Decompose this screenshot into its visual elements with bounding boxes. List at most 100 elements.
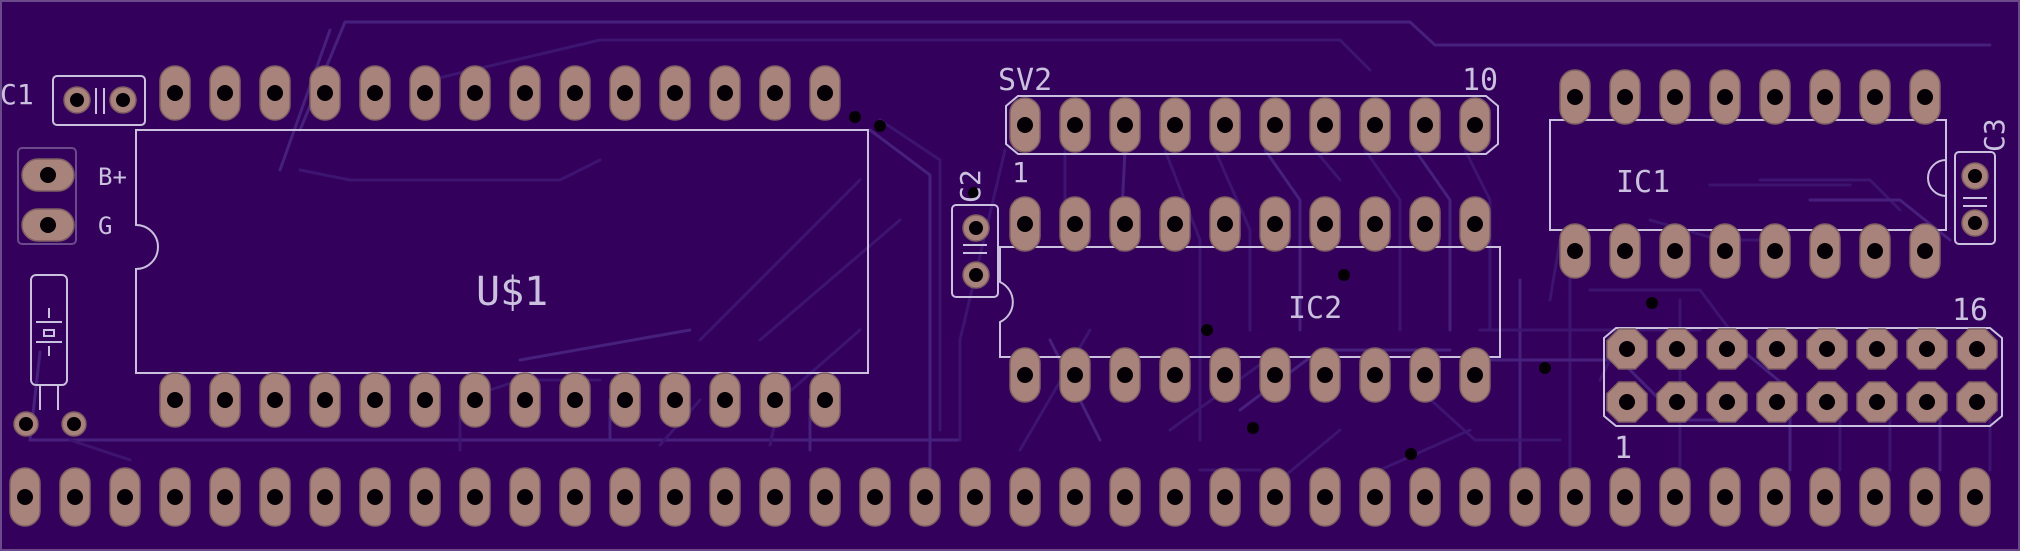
label-ic1: IC1 — [1616, 165, 1670, 200]
u1-pad — [759, 65, 791, 121]
label-g: G — [98, 212, 112, 240]
ic1-pad — [1659, 69, 1691, 125]
trace — [1263, 148, 1302, 332]
header-pad — [1806, 381, 1848, 423]
trace — [958, 148, 1007, 442]
label-conn-pin16: 16 — [1952, 293, 1988, 328]
label-sv2-pin10: 10 — [1462, 63, 1498, 98]
c1-outline — [52, 75, 146, 126]
ic1-pad — [1559, 223, 1591, 279]
sv2-pad — [1259, 97, 1291, 153]
u1-pad — [809, 372, 841, 428]
label-c3: C3 — [1978, 118, 2011, 152]
c3-outline — [1954, 151, 1996, 245]
sv2-pad — [1159, 97, 1191, 153]
ic1-pad — [1609, 223, 1641, 279]
via — [1646, 297, 1658, 309]
u1-pad — [159, 372, 191, 428]
component-outline — [999, 246, 1501, 358]
c3-symbol — [1963, 197, 1987, 207]
edge-pad — [559, 467, 591, 527]
u1-pad — [459, 372, 491, 428]
label-sv2: SV2 — [998, 63, 1052, 98]
battery-header-outline — [17, 147, 77, 245]
pads — [9, 65, 1998, 527]
component-outline — [135, 129, 869, 374]
edge-pad — [9, 467, 41, 527]
header-pad — [1956, 381, 1998, 423]
ic1-pad — [1709, 223, 1741, 279]
edge-pad — [159, 467, 191, 527]
edge-pad — [1309, 467, 1341, 527]
via — [1201, 324, 1213, 336]
via — [1405, 448, 1417, 460]
u1-pad — [609, 65, 641, 121]
battery-pad-b-plus — [21, 158, 75, 192]
trace — [1463, 148, 1492, 332]
u1-pad — [259, 372, 291, 428]
header-pad — [1656, 328, 1698, 370]
u1-pad — [409, 372, 441, 428]
edge-pad — [1409, 467, 1441, 527]
edge-pad — [1209, 467, 1241, 527]
ic2-pad — [1459, 347, 1491, 403]
crystal-symbol — [36, 308, 62, 356]
trace — [1163, 148, 1202, 442]
trace — [518, 328, 692, 362]
edge-pad — [1259, 467, 1291, 527]
u1-pad — [609, 372, 641, 428]
ic2-pad — [1159, 196, 1191, 252]
ic2-pad — [1259, 347, 1291, 403]
trace — [68, 438, 132, 462]
u1-pad — [509, 65, 541, 121]
ic2-pad — [1409, 196, 1441, 252]
label-c1: C1 — [0, 78, 34, 111]
header-pad — [1906, 328, 1948, 370]
header-pad — [1756, 328, 1798, 370]
sv2-pad — [1409, 97, 1441, 153]
edge-pad — [1859, 467, 1891, 527]
edge-pad — [1359, 467, 1391, 527]
edge-pad — [1459, 467, 1491, 527]
trace — [298, 158, 602, 182]
c2-symbol — [963, 244, 987, 254]
ic1-pad — [1909, 69, 1941, 125]
edge-pad — [959, 467, 991, 527]
edge-pad — [1609, 467, 1641, 527]
label-sv2-pin1: 1 — [1012, 156, 1029, 189]
trace — [758, 218, 902, 342]
header-pad — [1756, 381, 1798, 423]
trace — [1278, 428, 1342, 482]
label-u1: U$1 — [476, 269, 548, 315]
label-b-plus: B+ — [98, 163, 127, 191]
ic2-pad — [1059, 196, 1091, 252]
trace — [1488, 358, 1732, 422]
header-pad — [1906, 381, 1948, 423]
trace — [1378, 428, 1472, 472]
ic2-pad — [1359, 196, 1391, 252]
u1-pad — [309, 65, 341, 121]
ic2-pad — [1409, 347, 1441, 403]
trace — [868, 128, 932, 472]
c1-symbol — [95, 88, 105, 114]
crystal-legs — [39, 385, 59, 410]
battery-pad-g — [21, 208, 75, 242]
edge-pad — [1559, 467, 1591, 527]
ic2-pad — [1109, 347, 1141, 403]
edge-pad — [809, 467, 841, 527]
label-c2: C2 — [954, 169, 987, 203]
trace — [1588, 288, 1732, 332]
u1-pad — [459, 65, 491, 121]
ic2-pad — [1109, 196, 1141, 252]
ic1-pad — [1609, 69, 1641, 125]
u1-pad — [659, 65, 691, 121]
crystal-pad — [13, 411, 39, 437]
via — [849, 111, 861, 123]
edge-pad — [1109, 467, 1141, 527]
ic1-pad — [1809, 223, 1841, 279]
u1-pad — [559, 65, 591, 121]
u1-pad — [509, 372, 541, 428]
via — [1338, 269, 1350, 281]
sv2-pad — [1209, 97, 1241, 153]
